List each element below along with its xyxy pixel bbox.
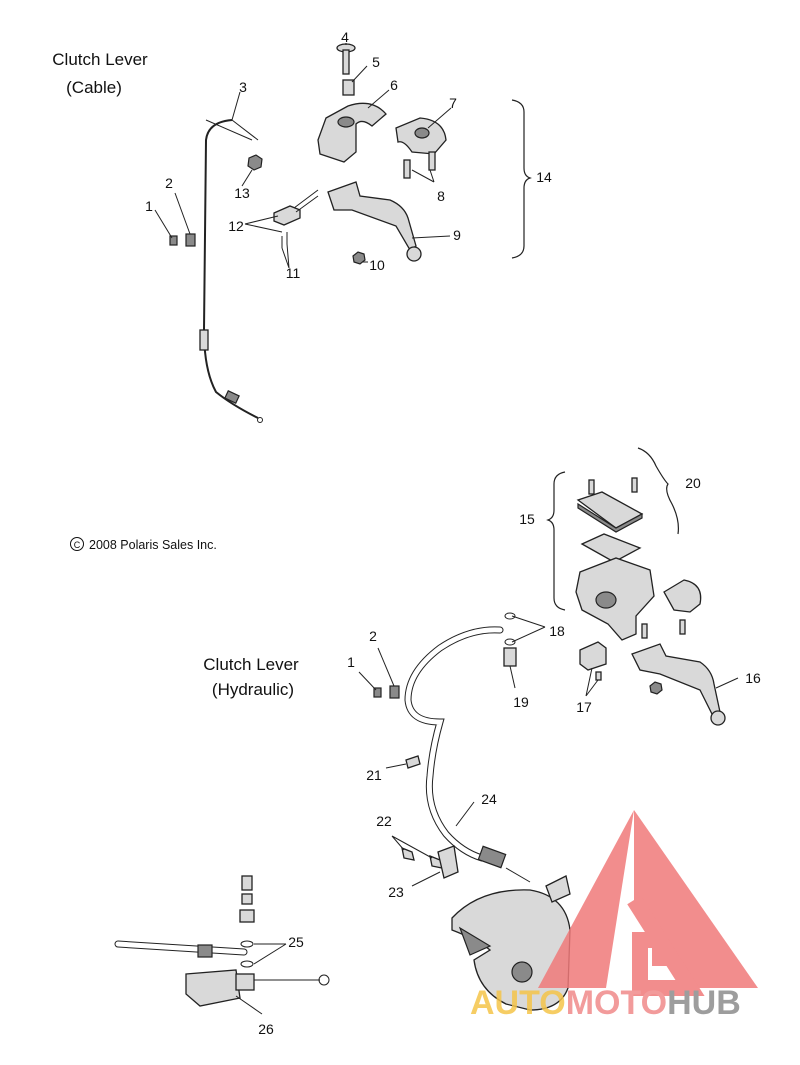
part-25-banjo-stack xyxy=(239,875,255,968)
callout-25: 25 xyxy=(288,934,304,950)
copyright-symbol: C xyxy=(74,540,81,550)
part-6-lever-bracket xyxy=(317,102,387,163)
callout-5: 5 xyxy=(372,54,380,70)
part-23-bracket xyxy=(437,845,459,879)
automotohub-watermark: AUTOMOTOHUB xyxy=(470,810,758,1022)
part-8-screws xyxy=(403,151,436,179)
part-22-bolts xyxy=(401,846,443,869)
part-4-bolt xyxy=(336,43,356,75)
hydraulic-leader-lines xyxy=(235,615,739,1015)
part-1-hydraulic-nut xyxy=(373,687,382,698)
title-hydraulic-line1: Clutch Lever xyxy=(203,655,299,674)
callout-17: 17 xyxy=(576,699,592,715)
callout-20: 20 xyxy=(685,475,701,491)
copyright-notice: C 2008 Polaris Sales Inc. xyxy=(70,537,217,552)
callout-18: 18 xyxy=(549,623,565,639)
callout-6: 6 xyxy=(390,77,398,93)
engine-clutch-cover xyxy=(451,875,571,1011)
part-16-hydraulic-lever xyxy=(631,643,721,715)
part-15-diaphragm xyxy=(580,533,642,563)
cable-leader-lines xyxy=(154,43,452,269)
copyright-circle-icon xyxy=(70,537,84,551)
part-18-washers xyxy=(504,612,516,646)
clutch-cable xyxy=(199,119,263,423)
watermark-hub: HUB xyxy=(667,984,741,1022)
callout-12: 12 xyxy=(228,218,244,234)
callout-9: 9 xyxy=(453,227,461,243)
callout-23: 23 xyxy=(388,884,404,900)
callout-7: 7 xyxy=(449,95,457,111)
watermark-text: AUTOMOTOHUB xyxy=(470,984,741,1022)
watermark-triangle-logo-icon xyxy=(538,810,758,996)
callout-2-cable: 2 xyxy=(165,175,173,191)
callout-19: 19 xyxy=(513,694,529,710)
callout-2-hydraulic: 2 xyxy=(369,628,377,644)
callout-14: 14 xyxy=(536,169,552,185)
part-17-switch xyxy=(579,641,607,671)
callout-3: 3 xyxy=(239,79,247,95)
callout-16: 16 xyxy=(745,670,761,686)
callout-22: 22 xyxy=(376,813,392,829)
part-26-slave-cylinder xyxy=(114,940,330,1007)
part-13-nut xyxy=(247,154,263,171)
watermark-moto: MOTO xyxy=(566,984,667,1022)
part-19-banjo-bolt xyxy=(503,647,517,667)
title-hydraulic-line2: (Hydraulic) xyxy=(212,680,294,699)
part-11-screws xyxy=(281,232,288,248)
callout-numbers: 4 5 3 6 7 14 13 8 2 1 12 9 10 11 20 15 1… xyxy=(145,29,761,1037)
callout-8: 8 xyxy=(437,188,445,204)
brace-15 xyxy=(546,471,566,611)
callout-13: 13 xyxy=(234,185,250,201)
callout-1-hydraulic: 1 xyxy=(347,654,355,670)
title-cable-line2: (Cable) xyxy=(66,78,122,97)
callout-4: 4 xyxy=(341,29,349,45)
callout-11: 11 xyxy=(286,265,301,281)
callout-10: 10 xyxy=(369,257,385,273)
copyright-text: 2008 Polaris Sales Inc. xyxy=(89,538,217,552)
callout-24: 24 xyxy=(481,791,497,807)
part-2-hydraulic-adjuster xyxy=(389,685,400,699)
part-2-adjuster xyxy=(185,233,196,247)
part-12-switch xyxy=(273,189,319,226)
part-20-reservoir-cover xyxy=(576,477,644,533)
brace-14 xyxy=(511,99,532,259)
part-5-bushing xyxy=(342,79,355,96)
callout-15: 15 xyxy=(519,511,535,527)
callout-26: 26 xyxy=(258,1021,274,1037)
part-1-adjuster-nut xyxy=(169,235,178,246)
brace-20 xyxy=(637,447,679,535)
part-21-clip xyxy=(405,755,421,769)
callout-21: 21 xyxy=(366,767,382,783)
title-cable-line1: Clutch Lever xyxy=(52,50,148,69)
watermark-auto: AUTO xyxy=(470,984,566,1022)
hydraulic-clamp xyxy=(663,579,702,613)
part-9-clutch-lever xyxy=(327,181,417,251)
part-24-hydraulic-hose xyxy=(404,626,531,883)
callout-1-cable: 1 xyxy=(145,198,153,214)
part-10-nut xyxy=(352,251,366,265)
